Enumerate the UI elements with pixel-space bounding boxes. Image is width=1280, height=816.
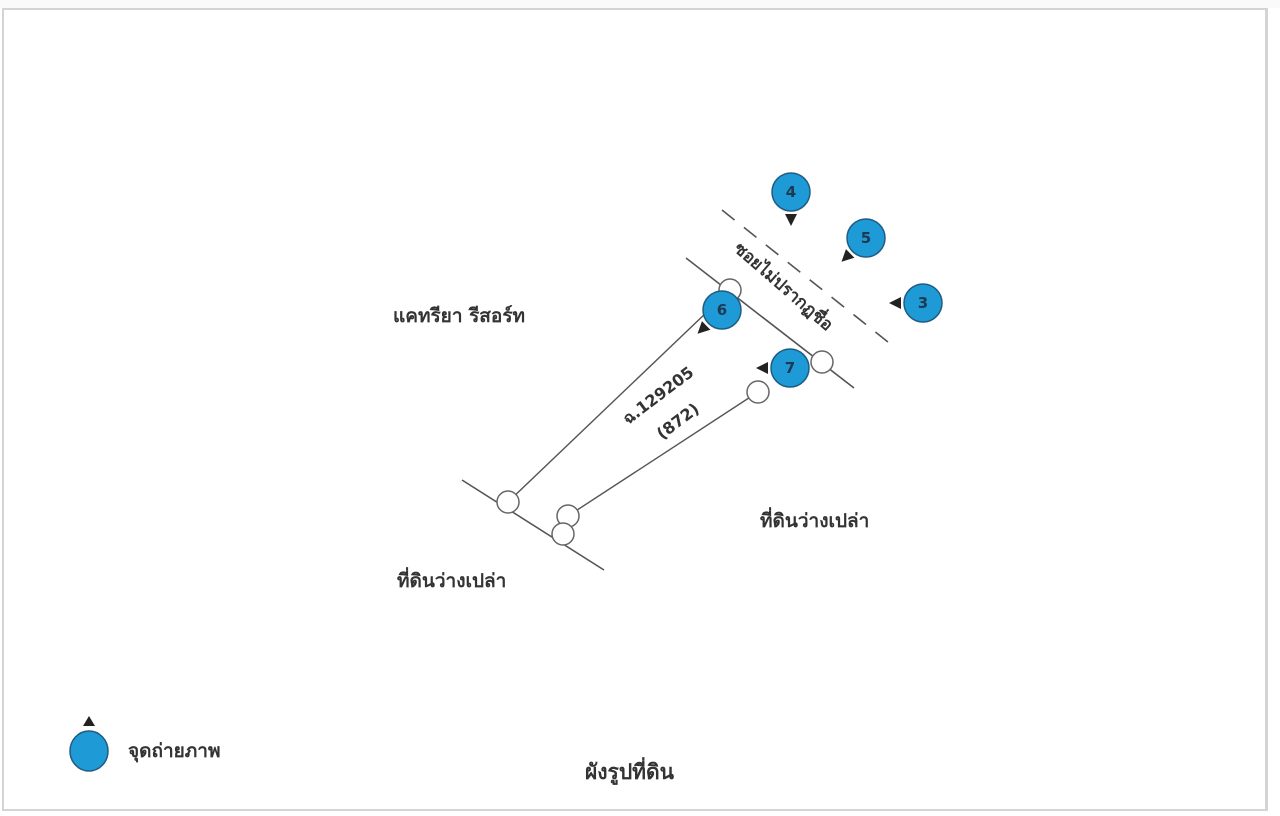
boundary-marker-circle (746, 380, 770, 404)
photo-point-marker-icon (903, 283, 943, 323)
label-south-east: ที่ดินว่างเปล่า (760, 507, 869, 532)
label-road: ซอยไม่ปรากฏชื่อ (730, 236, 839, 335)
direction-arrow-icon (841, 249, 855, 262)
top-edge (0, 0, 1280, 8)
boundary-marker-circle (551, 522, 575, 546)
photo-marker-3: 3 (889, 283, 943, 323)
marker-number: 6 (717, 301, 727, 319)
road-dashed-line (721, 209, 889, 343)
legend: จุดถ่ายภาพ (69, 716, 221, 772)
bottom-boundary-line (461, 479, 605, 571)
legend-arrow-icon (83, 716, 95, 726)
direction-arrow-icon (889, 297, 901, 309)
photo-marker-7: 7 (756, 348, 810, 388)
map-frame (2, 8, 1268, 811)
photo-marker-6: 6 (697, 290, 742, 334)
parcel-left-edge (507, 289, 731, 503)
photo-markers: 3 4 5 6 7 (697, 172, 943, 388)
legend-label: จุดถ่ายภาพ (128, 740, 221, 763)
label-south-west: ที่ดินว่างเปล่า (397, 567, 506, 592)
parcel-right-edge (567, 391, 759, 517)
legend-marker-icon (69, 730, 109, 772)
boundary-marker-circle (496, 490, 520, 514)
label-parcel-no: (872) (653, 399, 703, 443)
label-north-west: แคทรียา รีสอร์ท (393, 305, 525, 327)
photo-point-marker-icon (771, 172, 811, 212)
boundary-marker-circle (810, 350, 834, 374)
marker-number: 3 (918, 294, 928, 312)
marker-number: 5 (861, 229, 871, 247)
photo-marker-4: 4 (771, 172, 811, 226)
photo-point-marker-icon (846, 218, 886, 258)
photo-point-marker-icon (702, 290, 742, 330)
direction-arrow-icon (785, 214, 797, 226)
photo-marker-5: 5 (841, 218, 886, 262)
marker-number: 4 (786, 183, 796, 201)
direction-arrow-icon (756, 362, 768, 374)
diagram-title: ผังรูปที่ดิน (585, 756, 675, 786)
direction-arrow-icon (697, 321, 711, 334)
marker-number: 7 (785, 359, 795, 377)
photo-point-marker-icon (770, 348, 810, 388)
